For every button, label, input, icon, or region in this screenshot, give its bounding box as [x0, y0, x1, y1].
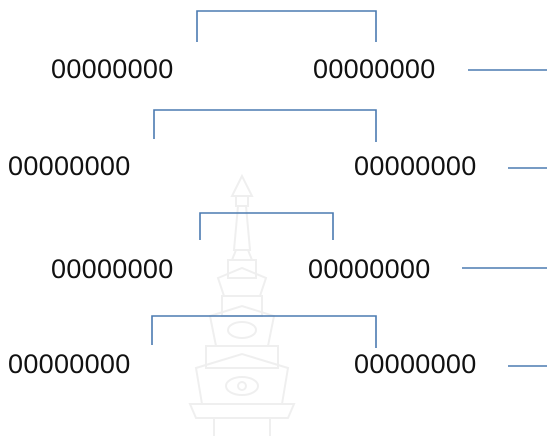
binary-label-row-2-left: 00000000	[8, 151, 131, 181]
bracket-row-4	[151, 315, 377, 348]
binary-label-row-1-right: 00000000	[313, 54, 436, 84]
binary-label-row-3-right: 00000000	[308, 254, 431, 284]
binary-label-row-3-left: 00000000	[51, 254, 174, 284]
bracket-row-2	[153, 109, 377, 142]
binary-label-row-1-left: 00000000	[51, 54, 174, 84]
binary-label-row-4-right: 00000000	[354, 349, 477, 379]
binary-label-row-2-right: 00000000	[354, 151, 477, 181]
binary-label-row-4-left: 00000000	[8, 349, 131, 379]
bracket-row-3	[199, 212, 334, 240]
bracket-row-1	[196, 10, 377, 42]
